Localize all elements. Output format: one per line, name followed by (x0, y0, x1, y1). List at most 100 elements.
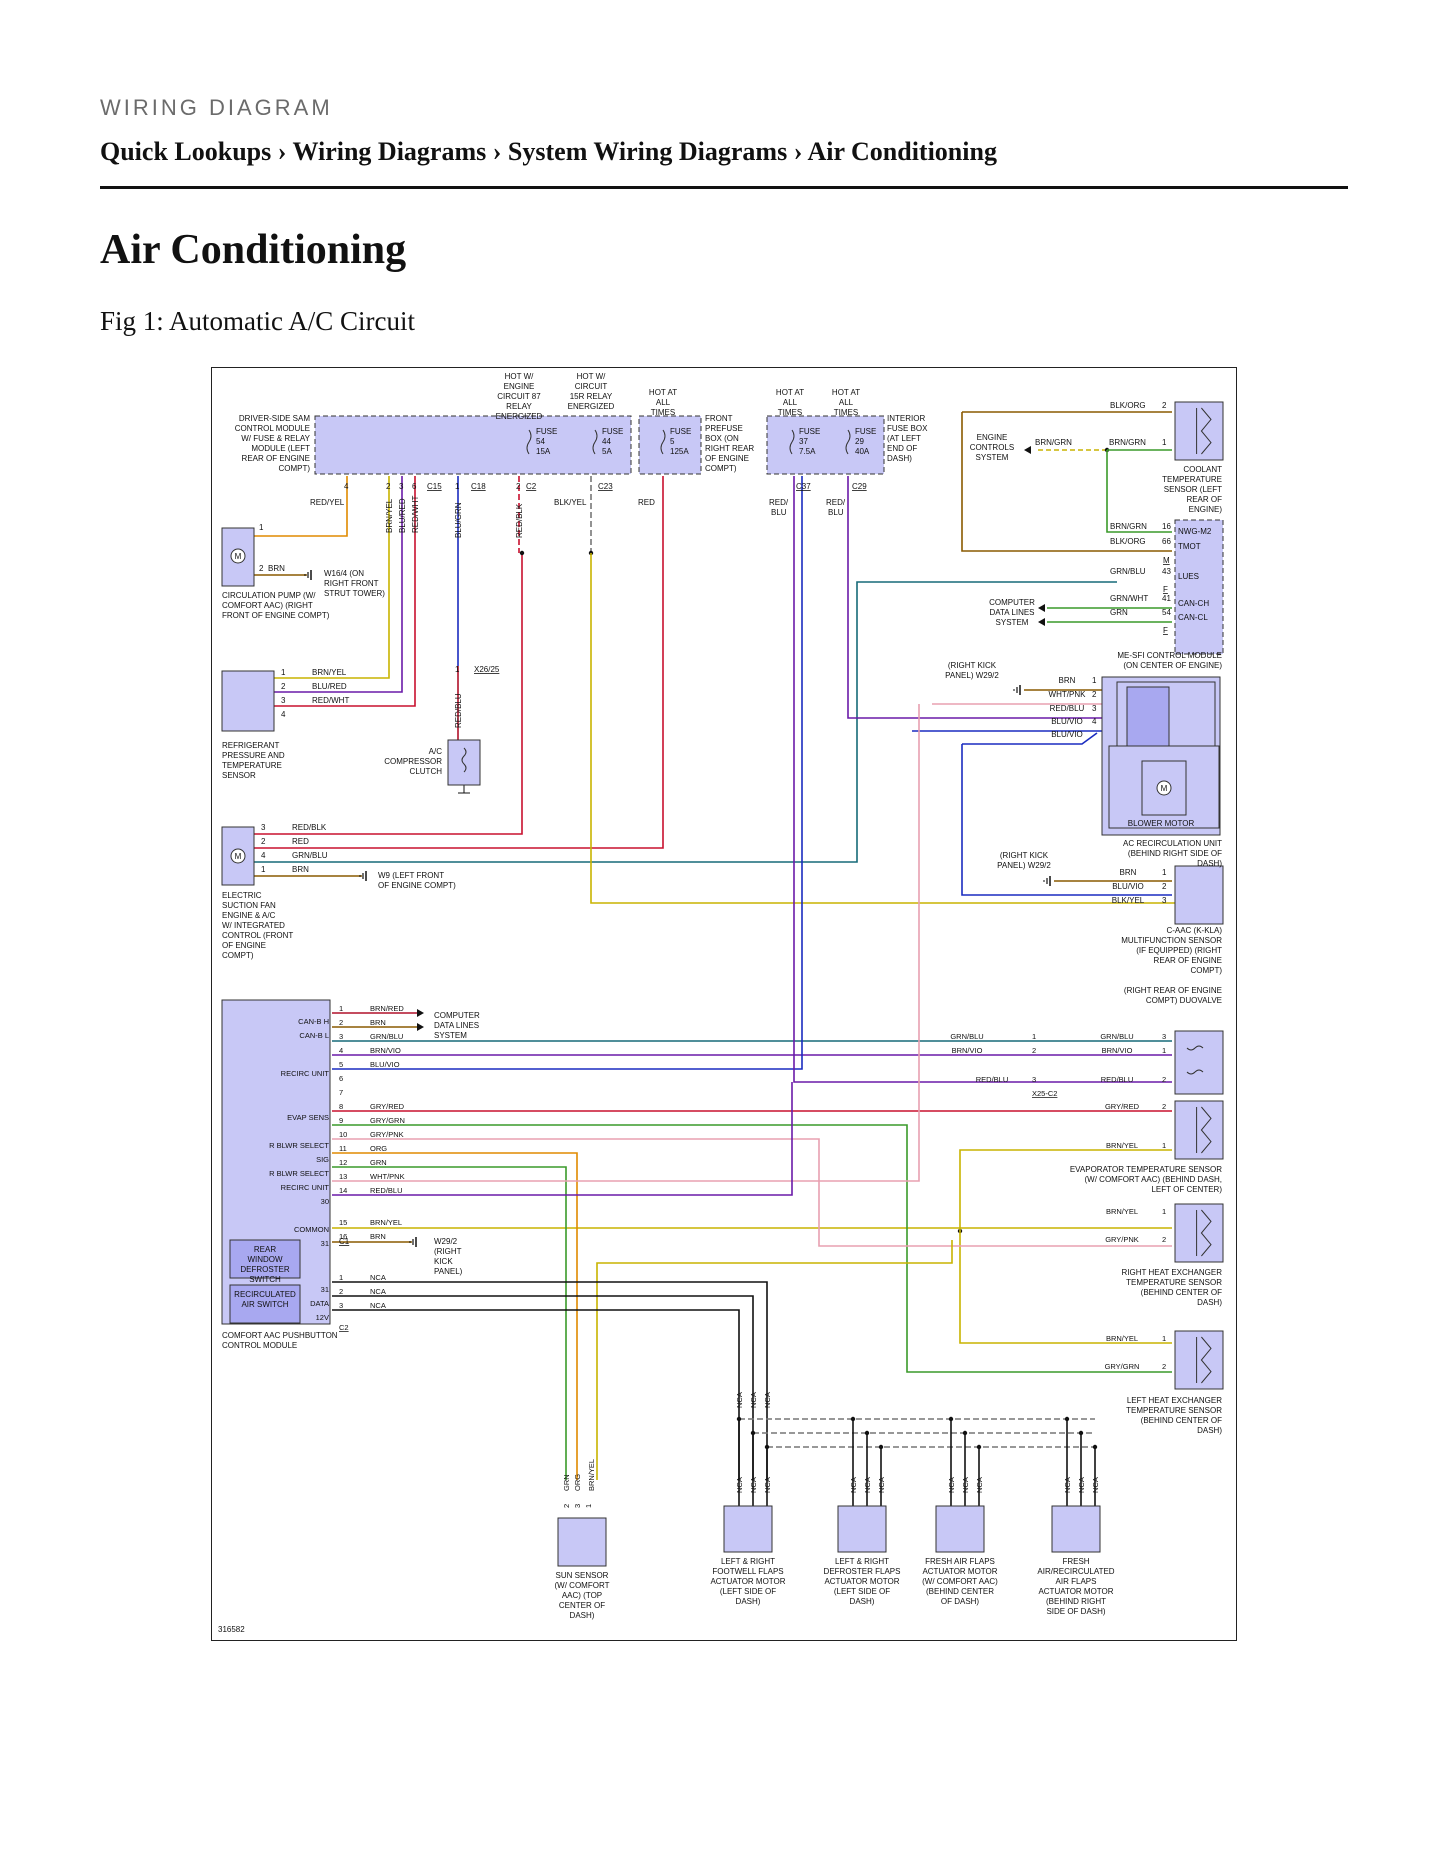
label-line: COMPRESSOR (384, 757, 442, 766)
label-line: RELAY (506, 402, 532, 411)
breadcrumb-wiring-diagrams[interactable]: Wiring Diagrams (292, 137, 487, 166)
label-line: SIDE OF DASH) (1046, 1607, 1105, 1616)
label-line: SENSOR (LEFT (1164, 485, 1222, 494)
pin-number: 2 (1092, 690, 1097, 699)
wire-label: BLU/VIO (1112, 882, 1144, 891)
label-line: AAC) (TOP (562, 1591, 602, 1600)
diagram-label: GRN (562, 1474, 571, 1491)
label-line: OF ENGINE (222, 941, 266, 950)
wire-label: RED/BLU (370, 1186, 403, 1195)
pin-number: 3 (281, 696, 286, 705)
splice-dot (864, 1430, 870, 1436)
diagram-label: 2 (1162, 1102, 1166, 1111)
breadcrumb-air-conditioning[interactable]: Air Conditioning (807, 137, 997, 166)
actuator-motor-2 (837, 1505, 887, 1553)
diagram-label: 2 (1032, 1046, 1036, 1055)
wire-label: RED/BLK (515, 503, 524, 538)
diagram-label: GRY/PNK (1105, 1235, 1139, 1244)
pin-number: 1 (281, 668, 286, 677)
label-line: WINDOW (247, 1255, 283, 1264)
diagram-label: 12V (316, 1313, 329, 1322)
diagram-label: 3 (1032, 1075, 1036, 1084)
pin-number: 11 (339, 1144, 347, 1153)
arrow-icon (1038, 604, 1045, 612)
pin-number: 66 (1162, 537, 1171, 546)
label-line: CLUTCH (410, 767, 443, 776)
blower-motor-label: BLOWER MOTOR (1128, 819, 1195, 828)
label-line: CONTROL (FRONT (222, 931, 293, 940)
wire-label: RED/BLU (454, 693, 463, 728)
label-line: DASH) (570, 1611, 595, 1620)
label-line: COMPT) (705, 464, 737, 473)
label-line: RIGHT HEAT EXCHANGER (1122, 1268, 1223, 1277)
wire-label: BRN/GRN (1035, 438, 1072, 447)
label-line: HOT W/ (505, 372, 535, 381)
diagram-label: 3 (339, 1301, 343, 1310)
label-line: W9 (LEFT FRONT (378, 871, 444, 880)
label-line: END OF (887, 444, 917, 453)
label-line: DRIVER-SIDE SAM (239, 414, 310, 423)
fuse-icon (845, 429, 851, 455)
label-line: TEMPERATURE SENSOR (1126, 1278, 1222, 1287)
wire-label: BRN (268, 564, 285, 573)
pin-number: 5 (339, 1060, 343, 1069)
diagram-label: NCA (849, 1477, 858, 1493)
wire-org (332, 1152, 578, 1480)
sun-sensor (557, 1517, 607, 1567)
label-line: COOLANT (1183, 465, 1222, 474)
breadcrumb-system-wiring-diagrams[interactable]: System Wiring Diagrams (507, 137, 788, 166)
fuse-amperage: 15A (536, 447, 551, 456)
coil-icon (1186, 1045, 1204, 1075)
wire-blk-org (961, 412, 1172, 552)
diagram-label: NCA (947, 1477, 956, 1493)
label-line: TEMPERATURE (222, 761, 282, 770)
breadcrumb-quick-lookups[interactable]: Quick Lookups (100, 137, 272, 166)
label-line: ENERGIZED (496, 412, 543, 421)
wire-label: BRN (370, 1018, 386, 1027)
pin-number: 14 (339, 1186, 347, 1195)
connector-x26: X26/25 (474, 665, 500, 674)
label-line: (ON CENTER OF ENGINE) (1123, 661, 1222, 670)
diagram-label: NCA (1091, 1477, 1100, 1493)
compressor-clutch (447, 739, 481, 786)
suction-fan-motor-icon (230, 848, 246, 864)
pin-number: 4 (344, 482, 349, 491)
diagram-label: BRN/VIO (952, 1046, 983, 1055)
actuator-motor-1 (723, 1505, 773, 1553)
fuse-amperage: 40A (855, 447, 870, 456)
connector-c15: C15 (427, 482, 442, 491)
label-line: CONTROL MODULE (235, 424, 310, 433)
wire-nca (332, 1281, 768, 1480)
sensor-symbol (1200, 1106, 1212, 1154)
fuse-icon (660, 429, 666, 455)
label-line: MODULE (LEFT (251, 444, 310, 453)
recirculation-actuator-inner (1126, 686, 1170, 754)
label-line: PREFUSE (705, 424, 743, 433)
diagram-label: GRN/BLU (950, 1032, 983, 1041)
wire-brn-grn (1106, 450, 1172, 533)
blower-motor-icon (1156, 780, 1172, 796)
label-line: AIR FLAPS (1056, 1577, 1097, 1586)
diagram-label: NCA (735, 1392, 744, 1408)
label-line: (BEHIND CENTER (926, 1587, 994, 1596)
wire-label: BRN/YEL (312, 668, 347, 677)
pin-number: 12 (339, 1158, 347, 1167)
label-line: COMPT) (1190, 966, 1222, 975)
wire-label: RED/WHT (312, 696, 349, 705)
refrigerant-sensor (221, 670, 275, 732)
diagram-label: GRY/GRN (1105, 1362, 1140, 1371)
pin-number: 2 (1162, 401, 1167, 410)
wire-label: GRY/GRN (370, 1116, 405, 1125)
label-line: CONTROL MODULE (222, 1341, 297, 1350)
label-line: HOT AT (649, 388, 677, 397)
pin-number: 8 (339, 1102, 343, 1111)
label-line: EVAPORATOR TEMPERATURE SENSOR (1070, 1165, 1222, 1174)
fuse-label: FUSE (602, 427, 623, 436)
actuator-motor-3 (935, 1505, 985, 1553)
label-line: ACTUATOR MOTOR (710, 1577, 785, 1586)
label-line: OF ENGINE COMPT) (378, 881, 456, 890)
